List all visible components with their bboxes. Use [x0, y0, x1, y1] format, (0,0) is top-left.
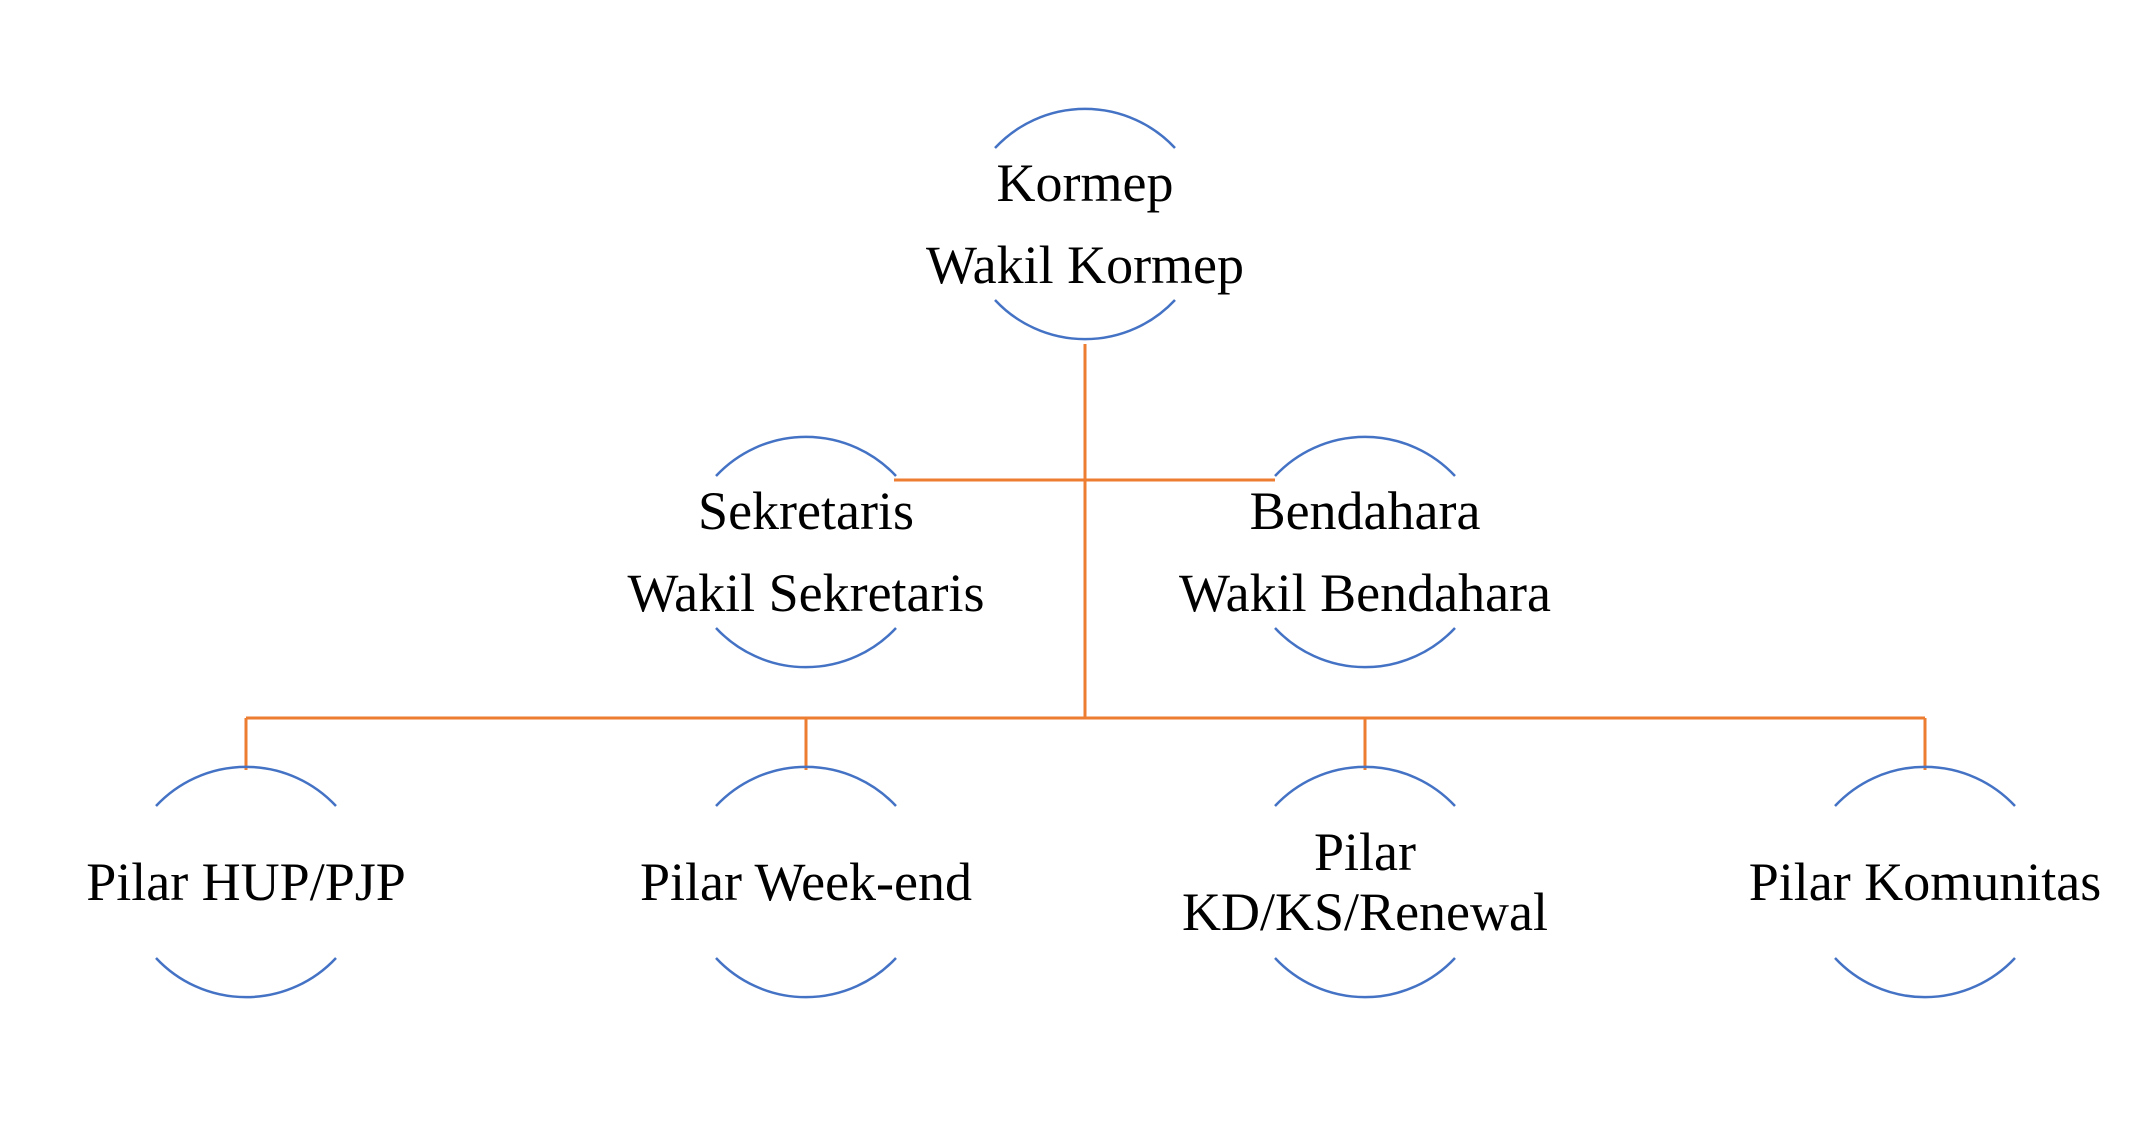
node-pilar-kd-line2: KD/KS/Renewal	[1182, 882, 1548, 942]
node-pilar-kd-line1: Pilar	[1314, 822, 1416, 882]
kormep-arc-top	[994, 107, 1176, 149]
pilar-hup-arc-top	[155, 765, 337, 807]
node-pilar-kd-label: Pilar KD/KS/Renewal	[1015, 767, 1715, 997]
node-sekretaris-line1: Sekretaris	[698, 481, 914, 541]
node-pilar-komunitas: Pilar Komunitas	[1575, 767, 2132, 997]
node-pilar-weekend-label: Pilar Week-end	[456, 767, 1156, 997]
node-kormep-line1: Kormep	[996, 153, 1174, 213]
node-pilar-komunitas-line1: Pilar Komunitas	[1748, 852, 2102, 912]
bendahara-arc-bottom	[1274, 627, 1456, 669]
node-kormep: Kormep Wakil Kormep	[735, 109, 1435, 339]
node-sekretaris-label: Sekretaris Wakil Sekretaris	[456, 437, 1156, 667]
pilar-kd-arc-bottom	[1274, 957, 1456, 999]
node-pilar-hup-label: Pilar HUP/PJP	[0, 767, 596, 997]
node-bendahara: Bendahara Wakil Bendahara	[1015, 437, 1715, 667]
pilar-komunitas-arc-top	[1834, 765, 2016, 807]
node-pilar-hup: Pilar HUP/PJP	[0, 767, 596, 997]
pilar-komunitas-arc-bottom	[1834, 957, 2016, 999]
node-pilar-weekend: Pilar Week-end	[456, 767, 1156, 997]
pilar-weekend-arc-top	[715, 765, 897, 807]
node-bendahara-line1: Bendahara	[1249, 481, 1481, 541]
node-kormep-line2: Wakil Kormep	[925, 235, 1245, 295]
sekretaris-arc-bottom	[715, 627, 897, 669]
sekretaris-arc-top	[715, 435, 897, 477]
pilar-kd-arc-top	[1274, 765, 1456, 807]
node-kormep-label: Kormep Wakil Kormep	[735, 109, 1435, 339]
node-bendahara-line2: Wakil Bendahara	[1179, 563, 1551, 623]
node-sekretaris: Sekretaris Wakil Sekretaris	[456, 437, 1156, 667]
node-bendahara-label: Bendahara Wakil Bendahara	[1015, 437, 1715, 667]
pilar-weekend-arc-bottom	[715, 957, 897, 999]
node-pilar-weekend-line1: Pilar Week-end	[639, 852, 973, 912]
node-pilar-hup-line1: Pilar HUP/PJP	[86, 852, 406, 912]
pilar-hup-arc-bottom	[155, 957, 337, 999]
node-sekretaris-line2: Wakil Sekretaris	[627, 563, 985, 623]
node-pilar-komunitas-label: Pilar Komunitas	[1575, 767, 2132, 997]
node-pilar-kd: Pilar KD/KS/Renewal	[1015, 767, 1715, 997]
bendahara-arc-top	[1274, 435, 1456, 477]
kormep-arc-bottom	[994, 299, 1176, 341]
